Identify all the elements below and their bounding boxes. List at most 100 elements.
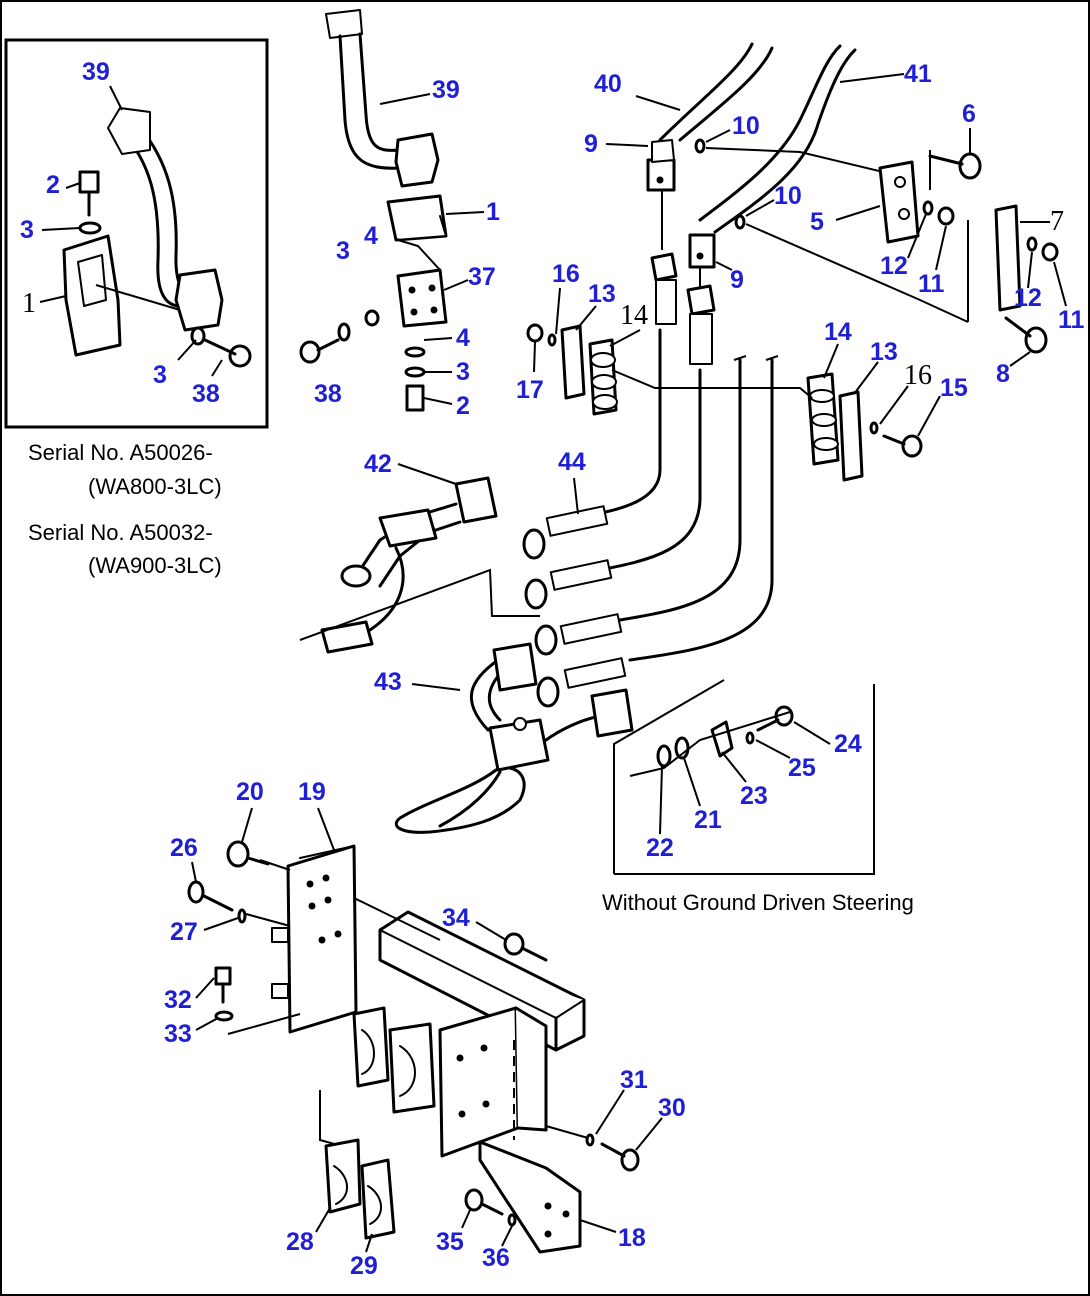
bolt-26 bbox=[187, 880, 205, 904]
bolt-30-shank bbox=[600, 1142, 626, 1158]
clamp-assembly: 16 13 14 17 14 13 16 15 bbox=[516, 260, 968, 482]
inset-callout: 38 bbox=[192, 380, 220, 408]
clamp-14-groove bbox=[591, 374, 617, 390]
inset-bolt-38 bbox=[228, 344, 252, 368]
washer-25 bbox=[745, 731, 755, 745]
hose-end-c-sleeve bbox=[563, 657, 627, 689]
hose-end-b bbox=[686, 284, 716, 316]
plate-19-hole bbox=[318, 936, 326, 944]
bracket-5 bbox=[878, 160, 920, 244]
bracket-1-side bbox=[395, 215, 447, 241]
callout: 44 bbox=[558, 448, 586, 476]
bracket-18-hole bbox=[480, 1044, 488, 1052]
hose-end-a-flange bbox=[524, 578, 548, 610]
inset-leader-3b bbox=[177, 339, 197, 361]
pipe-39-flange bbox=[325, 9, 363, 39]
callout: 15 bbox=[940, 374, 968, 402]
hose-b bbox=[618, 358, 742, 622]
inset-callout: 3 bbox=[153, 361, 167, 389]
clamp-link-b bbox=[670, 387, 813, 399]
callout: 3 bbox=[336, 237, 350, 265]
inset-leader-1 bbox=[39, 295, 67, 303]
leader-41 bbox=[839, 73, 905, 83]
leader-25 bbox=[755, 739, 791, 759]
leader-12b bbox=[1027, 251, 1033, 289]
inset-bracket-slot bbox=[77, 254, 107, 307]
manifold-tail bbox=[394, 766, 526, 834]
bolt-15 bbox=[901, 434, 923, 458]
variant-panel: 22 21 23 25 24 Without Ground Driven Ste… bbox=[602, 679, 914, 915]
leader-26 bbox=[191, 861, 197, 883]
callout: 29 bbox=[350, 1252, 378, 1280]
fitting-9 bbox=[646, 158, 676, 192]
callout: 16 bbox=[552, 260, 580, 288]
bolt-6 bbox=[958, 152, 982, 180]
hose-40 bbox=[658, 42, 754, 142]
callout: 37 bbox=[468, 263, 496, 291]
hose-40-edge bbox=[678, 46, 774, 142]
callout: 32 bbox=[164, 986, 192, 1014]
clamp-13b bbox=[838, 390, 864, 482]
plate-19-hole bbox=[306, 880, 314, 888]
callout: 26 bbox=[170, 834, 198, 862]
pipe-39-edge bbox=[358, 32, 402, 152]
leader-10b bbox=[745, 199, 775, 217]
inset-pipe-cap bbox=[107, 107, 151, 155]
fitting-9-elbow bbox=[651, 139, 675, 163]
callout: 9 bbox=[730, 266, 744, 294]
callout: 12 bbox=[880, 252, 908, 280]
callout: 4 bbox=[456, 324, 470, 352]
pipe-39 bbox=[338, 34, 402, 170]
hose-end-c bbox=[536, 657, 627, 708]
bracket-18-hole bbox=[456, 1054, 464, 1062]
bolt-35 bbox=[464, 1188, 484, 1212]
hose-end-44-sleeve bbox=[545, 505, 609, 537]
hose-end-b-sleeve bbox=[559, 613, 623, 645]
washer-16 bbox=[547, 333, 557, 347]
clamp-14b-groove bbox=[811, 413, 837, 427]
callout: 5 bbox=[810, 208, 824, 236]
leader-34 bbox=[475, 921, 507, 941]
callout: 20 bbox=[236, 778, 264, 806]
upper-right-assembly: 40 41 9 10 6 10 5 7 9 12 11 12 11 8 bbox=[584, 42, 1085, 388]
washer-12b bbox=[1026, 236, 1038, 252]
callout: 2 bbox=[456, 392, 470, 420]
leader-27 bbox=[203, 917, 239, 931]
leader-40 bbox=[635, 95, 681, 111]
bolt-24-shank bbox=[756, 718, 780, 732]
leader-44 bbox=[573, 477, 579, 515]
hose-end-b-sleeve bbox=[689, 313, 713, 365]
variant-frame-right bbox=[614, 684, 875, 875]
clamp-14-groove bbox=[592, 394, 618, 410]
leader-21 bbox=[683, 757, 701, 807]
o-ring-22 bbox=[656, 744, 672, 768]
bracket-18-lower bbox=[478, 1140, 582, 1254]
pipe-42-end bbox=[340, 564, 372, 588]
inset-serial-note: Serial No. A50032- bbox=[28, 520, 213, 545]
bolt-32-head bbox=[214, 966, 232, 986]
washer-36 bbox=[507, 1213, 517, 1227]
pipe-42-link bbox=[299, 568, 540, 641]
leader-36 bbox=[501, 1225, 513, 1247]
leader-28 bbox=[315, 1207, 331, 1233]
nut-11b bbox=[1041, 242, 1059, 262]
bolt-6-shank bbox=[928, 154, 964, 166]
pipe-42-flange bbox=[378, 508, 438, 548]
leader-39 bbox=[379, 93, 431, 105]
inset-leader-3 bbox=[41, 227, 81, 231]
callout: 12 bbox=[1014, 284, 1042, 312]
pipe-43 bbox=[469, 658, 500, 732]
leader-30 bbox=[635, 1117, 663, 1151]
washer-31 bbox=[585, 1133, 595, 1147]
split-flange-23 bbox=[710, 720, 734, 758]
leader-14b bbox=[823, 343, 839, 379]
hose-41-edge bbox=[713, 48, 857, 234]
callout: 25 bbox=[788, 754, 816, 782]
hose-41 bbox=[698, 44, 842, 222]
leader-16b bbox=[879, 385, 909, 425]
hose-end-b-flange bbox=[534, 624, 558, 656]
plate-19-hole bbox=[308, 902, 316, 910]
callout: 33 bbox=[164, 1020, 192, 1048]
leader-5 bbox=[835, 205, 881, 221]
leader-43 bbox=[411, 683, 461, 691]
